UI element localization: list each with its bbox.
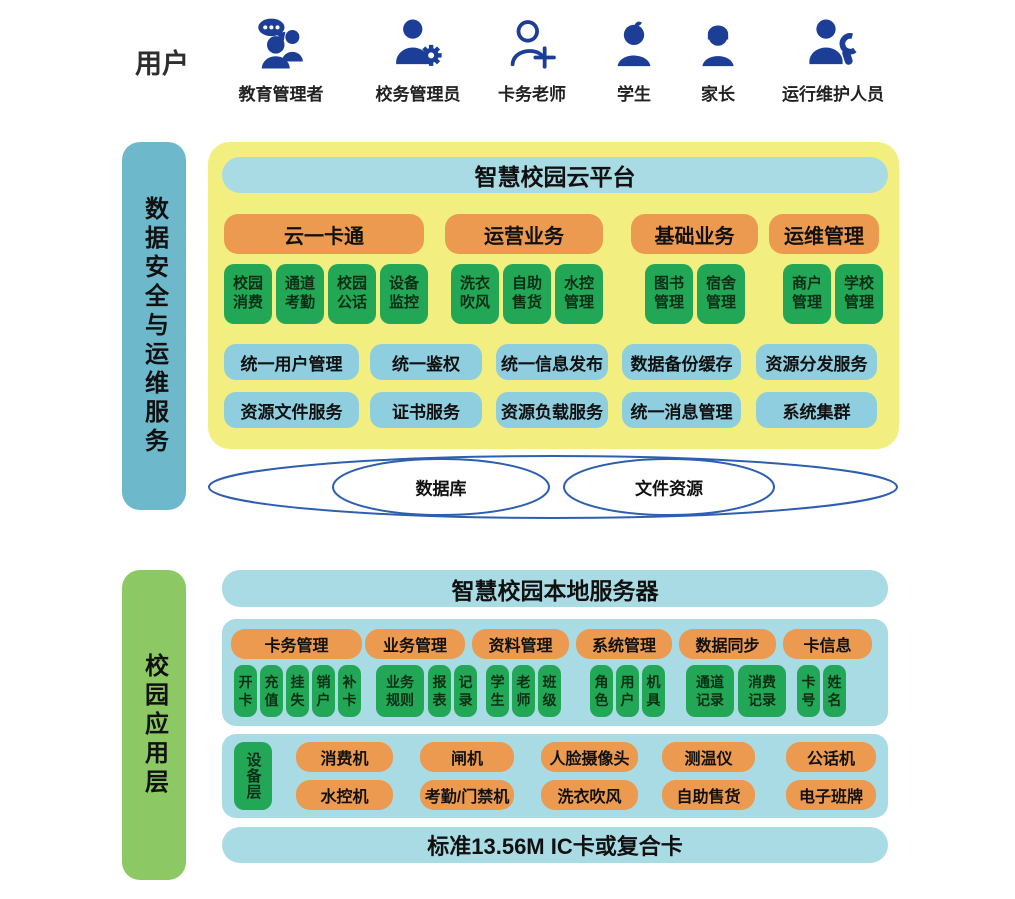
group-title-operation: 运营业务 <box>445 214 603 254</box>
module-item: 开卡 <box>234 665 257 717</box>
service-box: 资源分发服务 <box>756 344 877 380</box>
user-role-label: 教育管理者 <box>238 85 324 104</box>
database-label: 数据库 <box>415 479 467 499</box>
module-item: 姓名 <box>823 665 846 717</box>
local-side-bar: 校园应用层 <box>122 570 186 880</box>
device-layer-bar: 设备层 <box>234 742 272 810</box>
device-box: 水控机 <box>296 780 393 810</box>
feature-box: 校园公话 <box>328 264 376 324</box>
device-box: 电子班牌 <box>786 780 876 810</box>
user-role-label: 学生 <box>617 85 651 104</box>
module-item: 学生 <box>486 665 509 717</box>
group-title-cloud-onecard: 云一卡通 <box>224 214 424 254</box>
storage-ellipses <box>208 455 898 519</box>
feature-box: 设备监控 <box>380 264 428 324</box>
module-item: 角色 <box>590 665 613 717</box>
device-box: 测温仪 <box>662 742 755 772</box>
module-item: 补卡 <box>338 665 361 717</box>
device-box: 考勤/门禁机 <box>420 780 514 810</box>
file-resource-label: 文件资源 <box>635 479 703 499</box>
user-role-label: 校务管理员 <box>375 85 461 104</box>
service-box: 统一消息管理 <box>622 392 741 428</box>
module-item: 卡号 <box>797 665 820 717</box>
user-role-ops-staff: 运行维护人员 <box>768 14 898 105</box>
cloud-side-bar: 数据安全与运维服务 <box>122 142 186 510</box>
feature-box: 通道考勤 <box>276 264 324 324</box>
feature-box: 商户管理 <box>783 264 831 324</box>
feature-box: 水控管理 <box>555 264 603 324</box>
module-title-data-mgmt: 资料管理 <box>472 629 569 659</box>
people-chat-icon <box>252 14 310 72</box>
service-box: 统一用户管理 <box>224 344 359 380</box>
module-item: 挂失 <box>286 665 309 717</box>
user-role-label: 卡务老师 <box>498 85 566 104</box>
module-item: 销户 <box>312 665 335 717</box>
module-title-data-sync: 数据同步 <box>679 629 776 659</box>
service-box: 数据备份缓存 <box>622 344 741 380</box>
local-server-title: 智慧校园本地服务器 <box>222 570 888 607</box>
service-box: 统一鉴权 <box>370 344 482 380</box>
module-item: 消费记录 <box>738 665 786 717</box>
module-item: 老师 <box>512 665 535 717</box>
feature-box: 校园消费 <box>224 264 272 324</box>
users-label: 用户 <box>135 49 189 79</box>
group-title-basic: 基础业务 <box>631 214 758 254</box>
user-role-label: 运行维护人员 <box>782 85 884 104</box>
module-title-business-mgmt: 业务管理 <box>365 629 465 659</box>
service-box: 证书服务 <box>370 392 482 428</box>
student-icon <box>609 14 659 72</box>
user-role-student: 学生 <box>569 14 699 105</box>
module-title-card-mgmt: 卡务管理 <box>231 629 362 659</box>
user-role-label: 家长 <box>701 85 735 104</box>
feature-box: 洗衣吹风 <box>451 264 499 324</box>
person-plus-icon <box>505 14 559 72</box>
card-standard-bar: 标准13.56M IC卡或复合卡 <box>222 827 888 863</box>
feature-box: 宿舍管理 <box>697 264 745 324</box>
module-item: 业务规则 <box>376 665 424 717</box>
service-box: 系统集群 <box>756 392 877 428</box>
device-box: 洗衣吹风 <box>541 780 638 810</box>
service-box: 资源文件服务 <box>224 392 359 428</box>
feature-box: 图书管理 <box>645 264 693 324</box>
service-box: 资源负载服务 <box>496 392 608 428</box>
parent-icon <box>693 14 743 72</box>
module-item: 通道记录 <box>686 665 734 717</box>
user-role-card-teacher: 卡务老师 <box>467 14 597 105</box>
device-box: 人脸摄像头 <box>541 742 638 772</box>
module-title-system-mgmt: 系统管理 <box>576 629 672 659</box>
feature-box: 学校管理 <box>835 264 883 324</box>
module-item: 充值 <box>260 665 283 717</box>
feature-box: 自助售货 <box>503 264 551 324</box>
user-role-school-admin: 校务管理员 <box>353 14 483 105</box>
local-side-label: 校园应用层 <box>140 652 168 798</box>
module-item: 机具 <box>642 665 665 717</box>
person-wrench-icon <box>805 14 861 72</box>
cloud-platform-title: 智慧校园云平台 <box>222 157 888 193</box>
device-box: 闸机 <box>420 742 514 772</box>
module-item: 班级 <box>538 665 561 717</box>
person-gear-icon <box>390 14 446 72</box>
user-role-parent: 家长 <box>653 14 783 105</box>
device-box: 消费机 <box>296 742 393 772</box>
module-item: 记录 <box>454 665 477 717</box>
module-item: 报表 <box>428 665 451 717</box>
cloud-side-label: 数据安全与运维服务 <box>140 195 168 457</box>
user-role-education-admin: 教育管理者 <box>216 14 346 105</box>
service-box: 统一信息发布 <box>496 344 608 380</box>
group-title-ops-mgmt: 运维管理 <box>769 214 879 254</box>
device-box: 公话机 <box>786 742 876 772</box>
module-item: 用户 <box>616 665 639 717</box>
module-title-card-info: 卡信息 <box>783 629 872 659</box>
device-layer-label: 设备层 <box>244 752 262 800</box>
device-box: 自助售货 <box>662 780 755 810</box>
